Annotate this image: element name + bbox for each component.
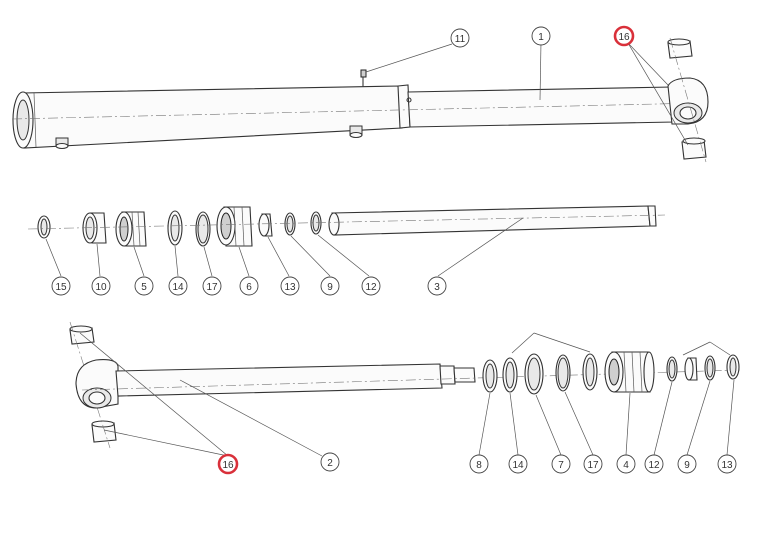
callout-17: 17 <box>202 276 222 296</box>
callout-13-bottom: 13 <box>717 454 737 474</box>
callout-label: 13 <box>721 460 733 471</box>
callout-9-bottom: 9 <box>677 454 697 474</box>
callout-11: 11 <box>450 28 470 48</box>
callout-label: 14 <box>512 460 524 471</box>
callout-label: 14 <box>172 282 184 293</box>
callout-9: 9 <box>320 276 340 296</box>
callout-label: 17 <box>587 460 599 471</box>
callout-7: 7 <box>551 454 571 474</box>
callout-4: 4 <box>616 454 636 474</box>
callout-16-bottom-highlighted: 16 <box>217 453 239 475</box>
callout-label: 6 <box>246 282 252 293</box>
callout-label: 9 <box>684 460 690 471</box>
callout-label: 5 <box>141 282 147 293</box>
callout-label: 4 <box>623 460 629 471</box>
callout-15: 15 <box>51 276 71 296</box>
callout-label: 3 <box>434 282 440 293</box>
callout-8: 8 <box>469 454 489 474</box>
callout-label: 17 <box>206 282 218 293</box>
callout-label: 12 <box>365 282 377 293</box>
callout-6: 6 <box>239 276 259 296</box>
callout-label: 15 <box>55 282 67 293</box>
callout-10: 10 <box>91 276 111 296</box>
callout-14: 14 <box>168 276 188 296</box>
callout-2: 2 <box>320 452 340 472</box>
callout-13: 13 <box>280 276 300 296</box>
callout-label: 16 <box>222 460 234 471</box>
callout-12: 12 <box>361 276 381 296</box>
callout-label: 8 <box>476 460 482 471</box>
callout-3: 3 <box>427 276 447 296</box>
callout-1: 1 <box>531 26 551 46</box>
callout-label: 1 <box>538 32 544 43</box>
callout-label: 12 <box>648 460 660 471</box>
callout-label: 7 <box>558 460 564 471</box>
callout-label: 11 <box>455 34 466 45</box>
callout-16-top-highlighted: 16 <box>613 25 635 47</box>
callout-17-bottom: 17 <box>583 454 603 474</box>
callout-14-bottom: 14 <box>508 454 528 474</box>
cylinder-barrel-assembly <box>11 37 709 163</box>
callout-label: 16 <box>618 32 630 43</box>
callout-label: 13 <box>284 282 296 293</box>
piston-seal-kit-row <box>27 205 666 247</box>
callout-label: 10 <box>95 282 107 293</box>
callout-12-bottom: 12 <box>644 454 664 474</box>
callout-label: 2 <box>327 458 333 469</box>
callout-label: 9 <box>327 282 333 293</box>
callout-5: 5 <box>134 276 154 296</box>
rod-assembly-row <box>69 321 741 449</box>
